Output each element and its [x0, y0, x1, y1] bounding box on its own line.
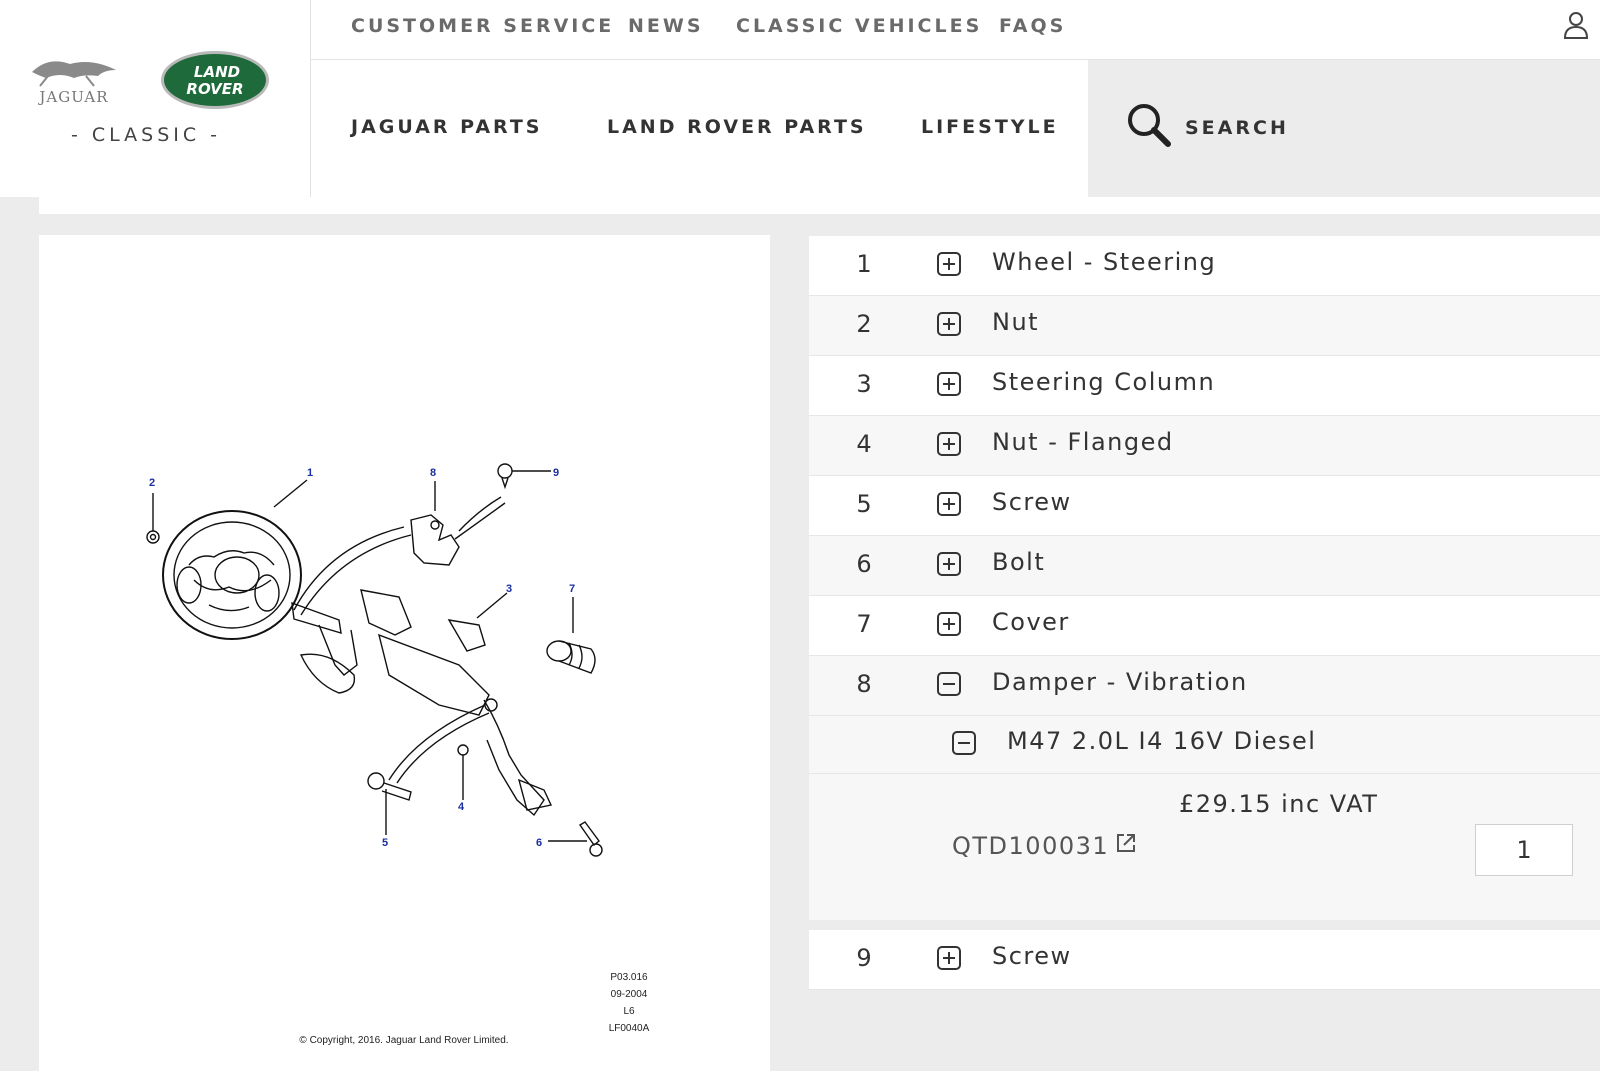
part-name: Screw [992, 488, 1072, 516]
diagram-ref-l6: L6 [623, 1006, 635, 1017]
parts-list: 1 Wheel - Steering 2 Nut 3 Steering Colu… [809, 236, 1600, 990]
user-account-icon[interactable] [1562, 10, 1590, 40]
expand-plus-icon[interactable] [937, 252, 961, 276]
nav-classic-vehicles[interactable]: CLASSIC VEHICLES [736, 15, 983, 37]
part-row[interactable]: 7 Cover [809, 596, 1600, 656]
part-row-expanded: 8 Damper - Vibration M47 2.0L I4 16V Die… [809, 656, 1600, 920]
diagram-ref-code: P03.016 [610, 972, 648, 983]
variant-name: M47 2.0L I4 16V Diesel [1007, 727, 1317, 755]
callout-2: 2 [149, 477, 155, 489]
callout-8: 8 [430, 467, 436, 479]
part-row[interactable]: 4 Nut - Flanged [809, 416, 1600, 476]
part-number: 1 [856, 250, 872, 278]
diagram-copyright: © Copyright, 2016. Jaguar Land Rover Lim… [299, 1035, 509, 1046]
part-name: Cover [992, 608, 1070, 636]
part-number: 9 [856, 944, 872, 972]
callout-7: 7 [569, 583, 575, 595]
part-name: Nut [992, 308, 1040, 336]
part-number: 7 [856, 610, 872, 638]
expand-plus-icon[interactable] [937, 552, 961, 576]
land-rover-oval-logo: LAND ROVER [161, 51, 269, 109]
search-icon [1128, 104, 1171, 147]
nav-lifestyle[interactable]: LIFESTYLE [921, 116, 1059, 138]
expand-plus-icon[interactable] [937, 372, 961, 396]
steering-column-drawing [360, 589, 412, 636]
collapse-minus-icon[interactable] [937, 672, 961, 696]
callout-3: 3 [506, 583, 512, 595]
quantity-input[interactable] [1475, 824, 1573, 876]
nav-faqs[interactable]: FAQS [999, 15, 1067, 37]
part-name: Wheel - Steering [992, 248, 1217, 276]
part-name: Screw [992, 942, 1072, 970]
expand-plus-icon[interactable] [937, 492, 961, 516]
expand-plus-icon[interactable] [937, 946, 961, 970]
part-code-link[interactable]: QTD100031 [952, 832, 1110, 860]
callout-4: 4 [458, 801, 465, 813]
external-link-icon[interactable] [1115, 832, 1137, 854]
main-navigation: JAGUAR PARTS LAND ROVER PARTS LIFESTYLE [311, 60, 1088, 197]
part-number: 3 [856, 370, 872, 398]
content-divider [39, 197, 1600, 214]
part-number: 4 [856, 430, 872, 458]
diagram-ref-id: LF0040A [608, 1023, 650, 1034]
part-row[interactable]: 1 Wheel - Steering [809, 236, 1600, 296]
collapse-minus-icon[interactable] [952, 731, 976, 755]
nav-customer-service[interactable]: CUSTOMER SERVICE [351, 15, 615, 37]
callout-9: 9 [553, 467, 559, 479]
part-number: 6 [856, 550, 872, 578]
steering-wheel-drawing [162, 510, 302, 640]
search-button[interactable]: SEARCH [1088, 60, 1600, 197]
jaguar-wordmark: JAGUAR [37, 88, 108, 106]
part-row[interactable]: 5 Screw [809, 476, 1600, 536]
price-label: £29.15 inc VAT [1179, 790, 1379, 818]
callout-6: 6 [536, 837, 542, 849]
part-name: Nut - Flanged [992, 428, 1174, 456]
parts-diagram: 1 2 3 4 5 6 7 8 9 P03.016 09-2004 L6 LF0… [39, 235, 770, 1071]
search-label: SEARCH [1185, 117, 1289, 139]
part-number: 5 [856, 490, 872, 518]
part-row[interactable]: 8 Damper - Vibration [809, 656, 1600, 716]
part-number: 2 [856, 310, 872, 338]
jaguar-logo: JAGUAR [32, 61, 116, 106]
part-number: 8 [856, 670, 872, 698]
steering-column-exploded-diagram: 1 2 3 4 5 6 7 8 9 [146, 463, 603, 857]
nav-news[interactable]: NEWS [628, 15, 704, 37]
callout-5: 5 [382, 837, 388, 849]
part-name: Damper - Vibration [992, 668, 1248, 696]
part-name: Steering Column [992, 368, 1216, 396]
damper-drawing [410, 514, 460, 566]
site-header: JAGUAR LAND ROVER - CLASSIC - CUSTOMER S… [0, 0, 1600, 197]
rover-wordmark: ROVER [186, 80, 243, 98]
part-row[interactable]: 6 Bolt [809, 536, 1600, 596]
brand-logo[interactable]: JAGUAR LAND ROVER - CLASSIC - [0, 0, 311, 197]
top-navigation: CUSTOMER SERVICE NEWS CLASSIC VEHICLES F… [311, 0, 1600, 60]
expand-plus-icon[interactable] [937, 432, 961, 456]
variant-row[interactable]: M47 2.0L I4 16V Diesel [809, 716, 1600, 774]
part-row[interactable]: 3 Steering Column [809, 356, 1600, 416]
part-row[interactable]: 2 Nut [809, 296, 1600, 356]
callout-1: 1 [307, 467, 313, 479]
expand-plus-icon[interactable] [937, 612, 961, 636]
nav-land-rover-parts[interactable]: LAND ROVER PARTS [607, 116, 867, 138]
nav-jaguar-parts[interactable]: JAGUAR PARTS [351, 116, 543, 138]
part-row[interactable]: 9 Screw [809, 930, 1600, 990]
part-name: Bolt [992, 548, 1046, 576]
classic-label: - CLASSIC - [70, 124, 222, 146]
expand-plus-icon[interactable] [937, 312, 961, 336]
land-wordmark: LAND [194, 63, 240, 81]
diagram-ref-date: 09-2004 [610, 989, 648, 1000]
